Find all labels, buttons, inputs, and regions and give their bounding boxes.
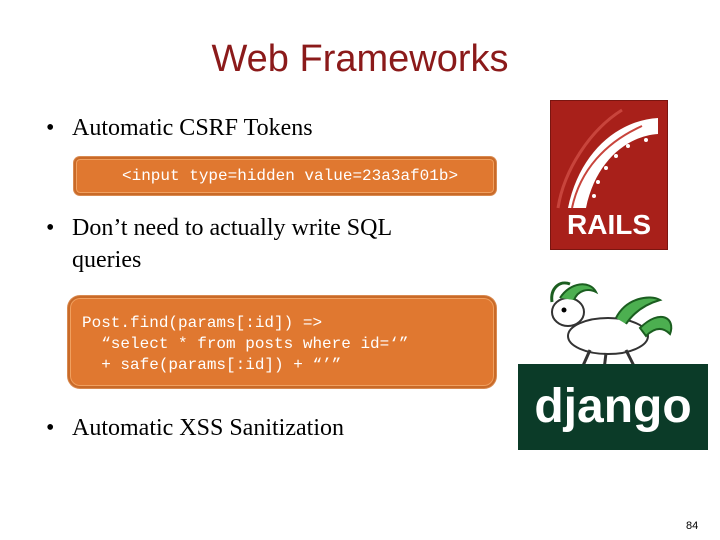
code-box-csrf: <input type=hidden value=23a3af01b> <box>74 157 496 195</box>
bullet-text: Automatic CSRF Tokens <box>72 115 313 141</box>
code-line: “select * from posts where id=‘” <box>82 335 409 353</box>
bullet-text-continued: queries <box>72 247 142 273</box>
code-line: Post.find(params[:id]) => <box>82 314 323 332</box>
code-line: <input type=hidden value=23a3af01b> <box>122 167 459 185</box>
bullet-text: Don’t need to actually write SQL <box>72 215 393 241</box>
bullet-dot: • <box>46 415 55 441</box>
bullet-dot: • <box>46 115 55 141</box>
rails-logo-text: RAILS <box>567 209 651 240</box>
rails-logo: RAILS <box>549 99 669 251</box>
code-box-sql: Post.find(params[:id]) => “select * from… <box>68 296 496 388</box>
page-number: 84 <box>686 520 699 532</box>
django-logo-text: django <box>534 380 691 433</box>
bullet-dot: • <box>46 215 55 241</box>
django-pony-icon <box>530 278 680 373</box>
bullet-text: Automatic XSS Sanitization <box>72 415 344 441</box>
slide-title: Web Frameworks <box>211 38 509 80</box>
django-logo: django <box>518 364 708 450</box>
code-line: + safe(params[:id]) + “’” <box>82 356 342 374</box>
rails-logo-graphic: RAILS <box>549 99 669 251</box>
